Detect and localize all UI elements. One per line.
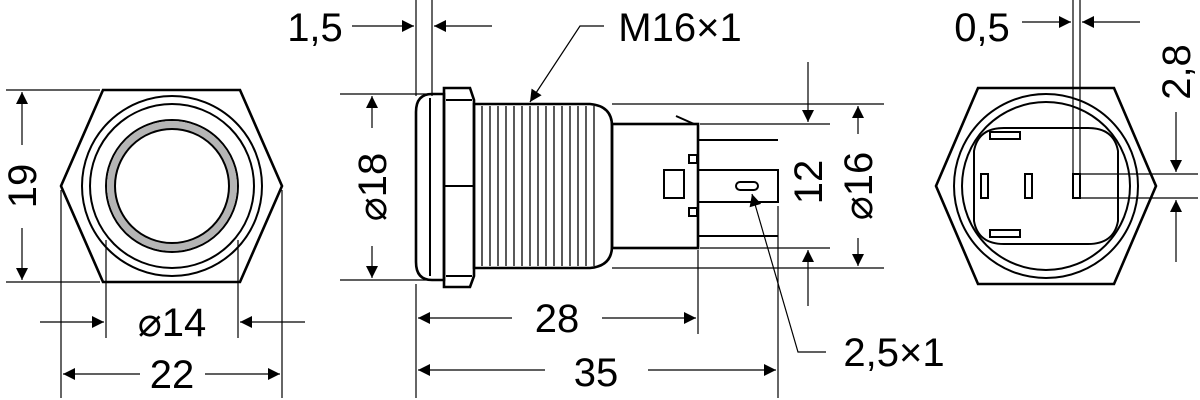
rear-housing (610, 122, 700, 250)
terminal-slot (1024, 173, 1033, 199)
dim-terminal-size: 2,5×1 (843, 331, 944, 375)
thread-lines (481, 106, 595, 266)
dim-flange-diameter: ⌀18 (351, 153, 395, 222)
rear-view: 0,5 2,8 (934, 0, 1199, 286)
terminal-slot-top (989, 131, 1021, 140)
dim-terminal-width: 2,8 (1155, 44, 1199, 100)
terminal-block (663, 169, 685, 199)
terminal-lug (697, 169, 779, 203)
rear-hex-outline (934, 86, 1158, 286)
nut-chamfer-circle (81, 95, 263, 277)
ring-outer (105, 119, 239, 253)
bezel-circle (89, 103, 255, 269)
dim-flange-thickness: 1,5 (287, 6, 343, 50)
housing-clip (675, 115, 695, 125)
terminal-hole (735, 181, 759, 191)
ring-inner (114, 128, 230, 244)
dim-terminal-span: 12 (787, 160, 831, 205)
terminal-slot-bottom (989, 229, 1021, 238)
led-ring-icon (107, 121, 237, 251)
terminal-slot (1072, 173, 1081, 199)
terminal-slot (980, 173, 989, 199)
dim-front-diameter: ⌀14 (138, 301, 207, 345)
dim-body-length: 28 (535, 297, 580, 341)
leader-line (749, 193, 826, 353)
rear-chamfer-circle (953, 93, 1139, 279)
rear-body-circle (961, 101, 1131, 271)
dim-body-diameter: ⌀16 (837, 152, 881, 221)
hex-nut-profile (442, 86, 476, 289)
hex-nut-outline (59, 88, 284, 284)
dim-terminal-thickness: 0,5 (954, 6, 1010, 50)
threaded-body (472, 102, 614, 270)
side-view: 1,5 M16×1 ⌀18 28 35 12 ⌀16 2,5×1 (287, 0, 945, 398)
housing-tab (688, 207, 698, 217)
dim-front-width: 22 (150, 353, 195, 397)
front-view: 19 ⌀14 22 (1, 88, 305, 398)
dim-overall-length: 35 (574, 351, 619, 395)
housing-tab (688, 154, 698, 164)
dim-front-height: 19 (1, 164, 45, 209)
dim-thread: M16×1 (618, 6, 741, 50)
leader-line (529, 25, 604, 103)
rear-housing-outline (973, 127, 1119, 245)
